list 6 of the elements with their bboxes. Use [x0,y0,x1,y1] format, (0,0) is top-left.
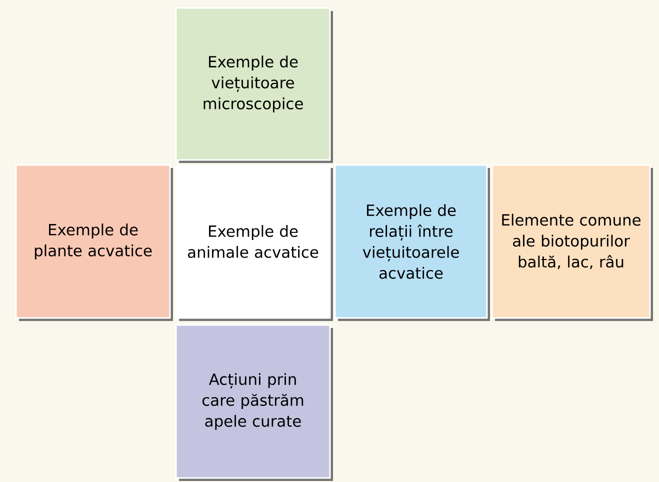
text-box: Exemple de viețuitoare microscopice [175,7,333,163]
text-box: Elemente comune ale biotopurilor baltă, lac, râu [491,164,653,321]
text-box: Exemple de relații între viețuitoarele acvatice [334,164,490,321]
text-box: Acțiuni prin care păstrăm apele curate [175,324,333,481]
text-box: Exemple de plante acvatice [15,164,173,321]
text-box: Exemple de animale acvatice [175,164,333,321]
